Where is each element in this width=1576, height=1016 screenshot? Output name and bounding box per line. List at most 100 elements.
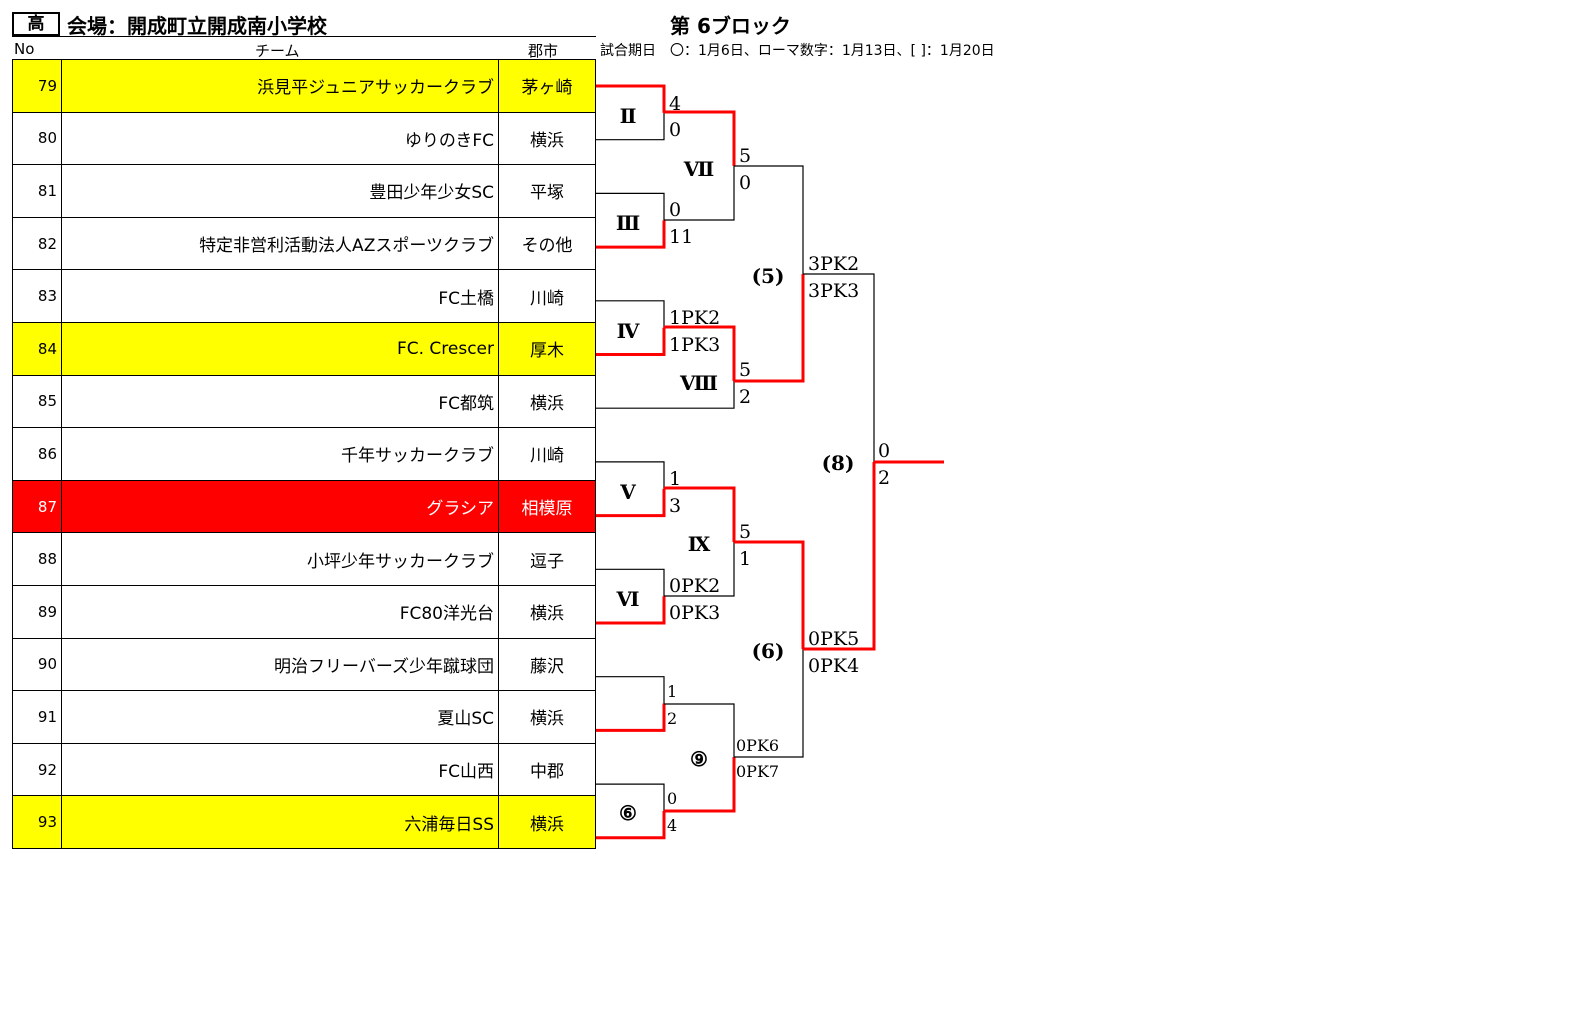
match-label: Ⅷ xyxy=(679,371,718,395)
score-label: 11 xyxy=(669,226,693,248)
match-label: Ⅴ xyxy=(619,480,636,504)
team-city: 平塚 xyxy=(498,164,596,218)
team-name: FC. Crescer xyxy=(61,321,499,376)
score-label: 0PK7 xyxy=(736,762,779,781)
match-label: Ⅲ xyxy=(616,211,640,235)
score-label: 4 xyxy=(669,93,681,115)
team-no: 79 xyxy=(12,59,62,113)
score-label: 0PK3 xyxy=(669,602,720,624)
bracket-line xyxy=(664,110,736,166)
bracket-line xyxy=(596,596,666,625)
bracket-line xyxy=(596,568,665,597)
bracket-line xyxy=(596,84,666,113)
team-name: FC山西 xyxy=(61,742,499,797)
team-no: 80 xyxy=(12,111,62,166)
score-label: 0PK4 xyxy=(808,655,859,677)
score-label: 2 xyxy=(878,467,890,489)
column-header-team: チーム xyxy=(255,42,300,60)
bracket-line xyxy=(596,192,665,221)
team-city: 逗子 xyxy=(498,532,596,586)
bracket-line xyxy=(664,542,735,597)
match-label: Ⅸ xyxy=(688,532,711,556)
score-label: 1 xyxy=(669,468,681,490)
team-name: ゆりのきFC xyxy=(61,111,499,166)
score-label: 0PK5 xyxy=(808,628,859,650)
team-no: 82 xyxy=(12,216,62,271)
score-label: 1 xyxy=(667,682,677,701)
team-name: 豊田少年少女SC xyxy=(61,164,499,218)
score-label: 1PK3 xyxy=(669,334,720,356)
bracket-line xyxy=(596,488,666,518)
team-city: 相模原 xyxy=(498,479,596,534)
score-label: 3 xyxy=(669,495,681,517)
score-label: 2 xyxy=(739,386,751,408)
match-label: ⑨ xyxy=(690,747,708,771)
bracket-line xyxy=(596,327,666,356)
score-label: 0 xyxy=(669,199,681,221)
bracket-line xyxy=(596,676,665,704)
team-name: FC土橋 xyxy=(61,269,499,323)
team-city: 厚木 xyxy=(498,321,596,376)
bracket-line xyxy=(596,461,665,489)
team-name: 夏山SC xyxy=(61,690,499,744)
grade-badge: 高 xyxy=(12,12,60,36)
venue-title: 会場：開成町立開成南小学校 xyxy=(67,14,327,38)
team-no: 81 xyxy=(12,164,62,218)
match-label: Ⅶ xyxy=(683,157,715,181)
score-label: 4 xyxy=(667,816,677,835)
bracket-line xyxy=(664,703,735,757)
team-name: FC80洋光台 xyxy=(61,584,499,639)
score-label: 0 xyxy=(667,789,677,808)
team-no: 85 xyxy=(12,374,62,429)
bracket-line xyxy=(664,486,736,542)
score-label: 3PK2 xyxy=(808,253,859,275)
team-city: 横浜 xyxy=(498,690,596,744)
bracket-line xyxy=(734,165,804,274)
score-label: 0PK2 xyxy=(669,575,720,597)
bracket-line xyxy=(664,166,735,221)
score-label: 0 xyxy=(878,440,890,462)
team-no: 84 xyxy=(12,321,62,376)
match-label: ⑥ xyxy=(619,801,637,825)
match-label: Ⅳ xyxy=(617,319,640,343)
match-label: (6) xyxy=(752,639,785,663)
team-city: 横浜 xyxy=(498,584,596,639)
team-name: 千年サッカークラブ xyxy=(61,427,499,481)
team-no: 87 xyxy=(12,479,62,534)
score-label: 3PK3 xyxy=(808,280,859,302)
header-divider xyxy=(12,36,596,37)
team-no: 90 xyxy=(12,637,62,692)
team-name: 特定非営利活動法人AZスポーツクラブ xyxy=(61,216,499,271)
bracket-line xyxy=(596,300,665,328)
match-label: Ⅵ xyxy=(616,587,640,611)
team-city: 横浜 xyxy=(498,374,596,429)
score-label: 1 xyxy=(739,548,751,570)
score-label: 0 xyxy=(669,119,681,141)
team-name: 六浦毎日SS xyxy=(61,795,499,849)
score-label: 5 xyxy=(739,521,751,543)
bracket-line xyxy=(596,112,665,141)
score-label: 2 xyxy=(667,709,677,728)
bracket-line xyxy=(596,810,666,840)
bracket-line xyxy=(664,325,736,381)
match-label: (5) xyxy=(752,264,785,288)
bracket-line xyxy=(734,649,804,758)
bracket-line xyxy=(803,273,875,462)
team-no: 93 xyxy=(12,795,62,849)
team-city: 川崎 xyxy=(498,269,596,323)
column-header-no: No xyxy=(14,40,35,58)
bracket-line xyxy=(596,220,666,249)
